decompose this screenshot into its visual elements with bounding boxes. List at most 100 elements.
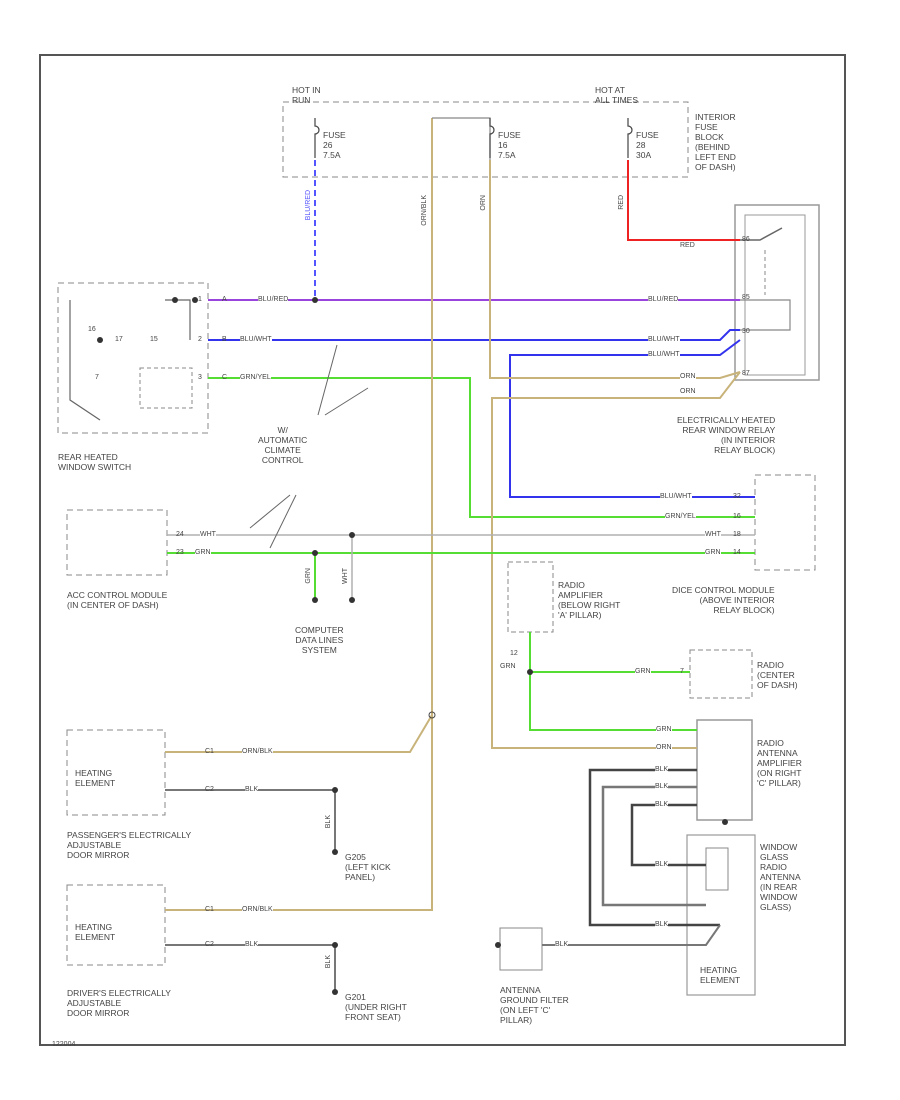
dice-module-box bbox=[754, 474, 816, 571]
switch-internal-2 bbox=[165, 299, 191, 340]
fuse-symbols bbox=[314, 118, 633, 158]
wire-label-blk-ant2: BLK bbox=[655, 783, 669, 791]
wire-label-red-v: RED bbox=[618, 195, 625, 210]
acc-module-box bbox=[66, 509, 168, 576]
pin-drv-c2: C2 bbox=[205, 941, 214, 948]
acc-arrow-2 bbox=[269, 494, 297, 549]
pin-relay-87: 87 bbox=[742, 370, 750, 377]
pin-dice-14: 14 bbox=[733, 549, 741, 556]
wire-label-grn-yel-dice: GRN/YEL bbox=[665, 513, 696, 521]
rear-switch-box bbox=[57, 282, 209, 434]
wire-label-blk-glass: BLK bbox=[655, 861, 669, 869]
wire-blu-wht bbox=[208, 329, 740, 341]
fuse-block-outline bbox=[282, 101, 689, 178]
heating-element-drv-label: HEATING ELEMENT bbox=[75, 922, 116, 942]
wire-label-blu-wht-dice: BLU/WHT bbox=[660, 493, 692, 501]
wire-orn-blk-pass bbox=[165, 714, 433, 753]
acc-arrow-1 bbox=[249, 494, 291, 529]
ground-symbols bbox=[312, 597, 728, 995]
auto-climate-label: W/ AUTOMATIC CLIMATE CONTROL bbox=[258, 425, 308, 465]
wire-label-grn-radio: GRN bbox=[635, 668, 651, 676]
pass-heater-box bbox=[66, 729, 166, 816]
relay-label: ELECTRICALLY HEATED REAR WINDOW RELAY (I… bbox=[677, 415, 776, 455]
pin-pass-c2: C2 bbox=[205, 786, 214, 793]
radio-label: RADIO (CENTER OF DASH) bbox=[757, 660, 798, 690]
wire-label-blk-glass2: BLK bbox=[655, 921, 669, 929]
pin-acc-24: 24 bbox=[176, 531, 184, 538]
hot-in-run-label: HOT IN RUN bbox=[292, 85, 321, 105]
wire-label-wht-acc: WHT bbox=[200, 531, 216, 539]
wire-label-blu-wht-r2: BLU/WHT bbox=[648, 351, 680, 359]
dice-label: DICE CONTROL MODULE (ABOVE INTERIOR RELA… bbox=[672, 585, 775, 615]
pin-relay-86: 86 bbox=[742, 236, 750, 243]
acc-module-label: ACC CONTROL MODULE (IN CENTER OF DASH) bbox=[67, 590, 168, 610]
pass-mirror-label: PASSENGER'S ELECTRICALLY ADJUSTABLE DOOR… bbox=[67, 830, 192, 860]
pin-sw-c: C bbox=[222, 374, 228, 381]
pin-radio-12: 12 bbox=[510, 650, 518, 657]
pin-sw-16: 16 bbox=[88, 326, 96, 333]
wire-grn-yel bbox=[208, 377, 755, 518]
wire-label-blk-ant3: BLK bbox=[655, 801, 669, 809]
wire-blk-ant-2 bbox=[601, 785, 706, 907]
pin-sw-7: 7 bbox=[95, 374, 99, 381]
wire-label-blk-ant1: BLK bbox=[655, 766, 669, 774]
wire-label-wht-cdl: WHT bbox=[342, 568, 349, 584]
switch-internal bbox=[69, 300, 101, 421]
pin-sw-b: B bbox=[222, 336, 227, 343]
cdl-label: COMPUTER DATA LINES SYSTEM bbox=[295, 625, 344, 655]
glass-antenna-element bbox=[705, 847, 729, 891]
footer-code: 122004 bbox=[52, 1041, 76, 1048]
pin-sw-3: 3 bbox=[198, 374, 202, 381]
wire-label-blk-drv-v: BLK bbox=[325, 955, 332, 969]
wire-label-grn-ant: GRN bbox=[656, 726, 672, 734]
antenna-amp-box bbox=[696, 719, 753, 821]
climate-arrow-1 bbox=[317, 344, 338, 416]
wire-label-orn-ant: ORN bbox=[656, 744, 672, 752]
pin-sw-a: A bbox=[222, 296, 227, 303]
wire-label-orn-blk-v: ORN/BLK bbox=[421, 195, 428, 226]
wire-label-blu-red-l: BLU/RED bbox=[258, 296, 289, 304]
wire-label-blu-red-r: BLU/RED bbox=[648, 296, 679, 304]
wire-label-blk-drv: BLK bbox=[245, 941, 259, 949]
wire-grn-ant bbox=[529, 672, 697, 731]
wire-label-blk-pass: BLK bbox=[245, 786, 259, 794]
ground-filter-box bbox=[499, 927, 543, 971]
wire-label-orn-relay: ORN bbox=[680, 373, 696, 381]
drv-heater-box bbox=[66, 884, 166, 966]
wire-orn-ant bbox=[491, 371, 741, 749]
splice-dots bbox=[97, 297, 533, 719]
radio-amp-box bbox=[507, 561, 554, 633]
wire-label-grn-dice: GRN bbox=[705, 549, 721, 557]
rear-switch-label: REAR HEATED WINDOW SWITCH bbox=[58, 452, 132, 472]
wire-blk-drv bbox=[165, 944, 336, 990]
pin-sw-1: 1 bbox=[198, 296, 202, 303]
wire-label-grn-yel-l: GRN/YEL bbox=[240, 374, 271, 382]
fuse-26-label: FUSE 26 7.5A bbox=[323, 130, 346, 160]
wire-grn-radio bbox=[529, 632, 690, 673]
pin-dice-16: 16 bbox=[733, 513, 741, 520]
wire-orn-relay bbox=[489, 160, 741, 379]
wire-label-blu-red-v: BLU/RED bbox=[305, 190, 312, 221]
wire-orn-blk-loop bbox=[432, 117, 491, 160]
wire-label-blu-wht-l: BLU/WHT bbox=[240, 336, 272, 344]
fuse-28-label: FUSE 28 30A bbox=[636, 130, 659, 160]
relay-switch bbox=[740, 227, 783, 241]
pin-sw-2: 2 bbox=[198, 336, 202, 343]
wire-label-grn-radio-amp: GRN bbox=[500, 663, 516, 670]
wire-label-wht-dice: WHT bbox=[705, 531, 721, 539]
heating-element-rear-label: HEATING ELEMENT bbox=[700, 965, 741, 985]
g205-label: G205 (LEFT KICK PANEL) bbox=[345, 852, 391, 882]
radio-amp-label: RADIO AMPLIFIER (BELOW RIGHT 'A' PILLAR) bbox=[558, 580, 621, 620]
wire-label-blk-pass-v: BLK bbox=[325, 815, 332, 829]
wire-label-blu-wht-r1: BLU/WHT bbox=[648, 336, 680, 344]
wire-label-orn-blk-pass: ORN/BLK bbox=[242, 748, 273, 756]
relay-box bbox=[734, 204, 820, 381]
pin-acc-23: 23 bbox=[176, 549, 184, 556]
pin-radio-7: 7 bbox=[680, 668, 684, 675]
pin-dice-32: 32 bbox=[733, 493, 741, 500]
pin-relay-30: 30 bbox=[742, 328, 750, 335]
pin-drv-c1: C1 bbox=[205, 906, 214, 913]
switch-inner-box bbox=[139, 367, 193, 409]
hot-at-all-times-label: HOT AT ALL TIMES bbox=[595, 85, 638, 105]
